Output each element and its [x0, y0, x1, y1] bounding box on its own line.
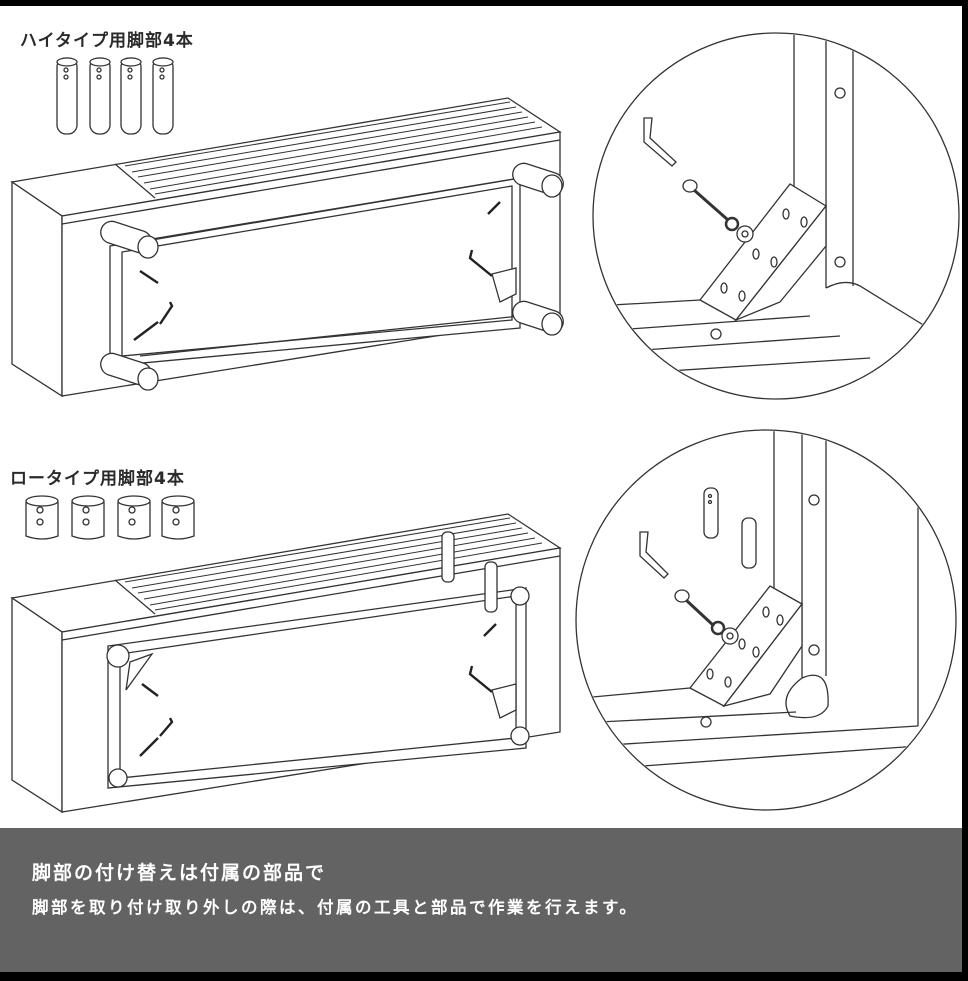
high-bench-illustration [10, 97, 564, 398]
caption-description: 脚部を取り付け取り外しの際は、付属の工具と部品で作業を行えます。 [32, 898, 639, 917]
low-bench-illustration [10, 513, 562, 814]
low-type-legs-label: ロータイプ用脚部4本 [10, 469, 185, 489]
high-type-legs-label: ハイタイプ用脚部4本 [20, 31, 194, 51]
caption-banner: 脚部の付け替えは付属の部品で 脚部を取り付け取り外しの際は、付属の工具と部品で作… [0, 828, 962, 972]
caption-title: 脚部の付け替えは付属の部品で [32, 862, 327, 884]
high-type-legs-icon [56, 57, 174, 135]
assembly-diagram [10, 32, 960, 814]
low-type-legs-icon [25, 495, 195, 540]
low-detail-magnified-view [575, 429, 957, 811]
instruction-canvas: ハイタイプ用脚部4本 ロータイプ用脚部4本 脚部の付け替えは付属の部品で 脚部を… [0, 6, 962, 972]
high-detail-magnified-view [592, 32, 960, 400]
